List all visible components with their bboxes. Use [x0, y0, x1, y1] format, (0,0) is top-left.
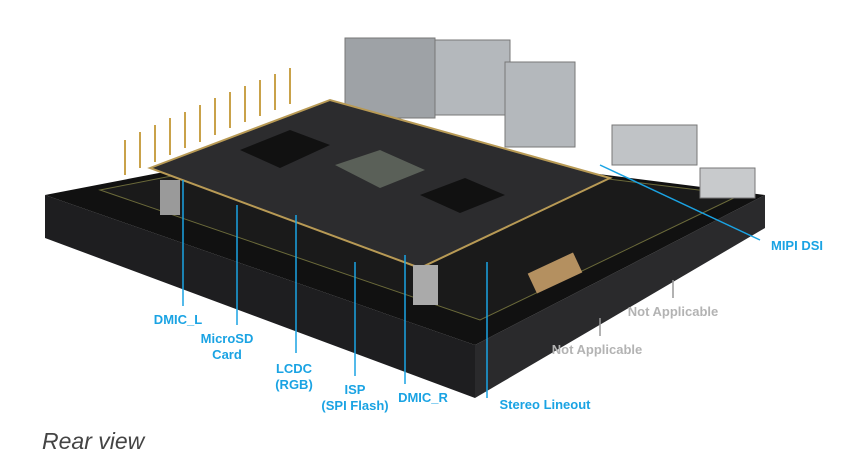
label-isp-line1: ISP: [344, 382, 366, 397]
label-mipi-dsi: MIPI DSI: [770, 238, 824, 253]
label-dmic-r: DMIC_R: [398, 390, 448, 405]
label-lcdc: LCDC (RGB): [275, 361, 313, 393]
label-dmic-l: DMIC_L: [153, 312, 203, 327]
connector: [527, 252, 583, 294]
label-isp: ISP (SPI Flash): [321, 382, 388, 414]
ethernet-connector: [344, 37, 436, 119]
caption: Rear view: [42, 428, 145, 454]
label-not-applicable-left: Not Applicable: [551, 342, 643, 357]
flash-chip: [420, 178, 505, 213]
memory-chip: [240, 130, 330, 168]
label-stereo-lineout: Stereo Lineout: [499, 397, 591, 412]
label-not-applicable-right: Not Applicable: [627, 304, 719, 319]
label-lcdc-line1: LCDC: [275, 361, 313, 376]
label-microsd-line2: Card: [212, 347, 242, 362]
usb-connector: [434, 39, 511, 116]
gpio-header: [124, 68, 291, 175]
soc-chip: [335, 150, 425, 188]
base-plate-right-side: [475, 195, 765, 398]
leader-lines: [182, 164, 761, 398]
standoff: [160, 180, 180, 215]
label-microsd-line1: MicroSD: [200, 331, 254, 346]
na-lines: [599, 280, 674, 336]
label-lcdc-line2: (RGB): [275, 377, 313, 392]
usb-connector: [504, 61, 576, 148]
hdmi-connector: [611, 124, 698, 166]
usb-c-connector: [699, 167, 756, 199]
label-microsd: MicroSD Card: [201, 331, 254, 363]
base-plate-left-side: [45, 195, 475, 398]
standoff: [413, 265, 438, 305]
label-isp-line2: (SPI Flash): [321, 398, 389, 413]
